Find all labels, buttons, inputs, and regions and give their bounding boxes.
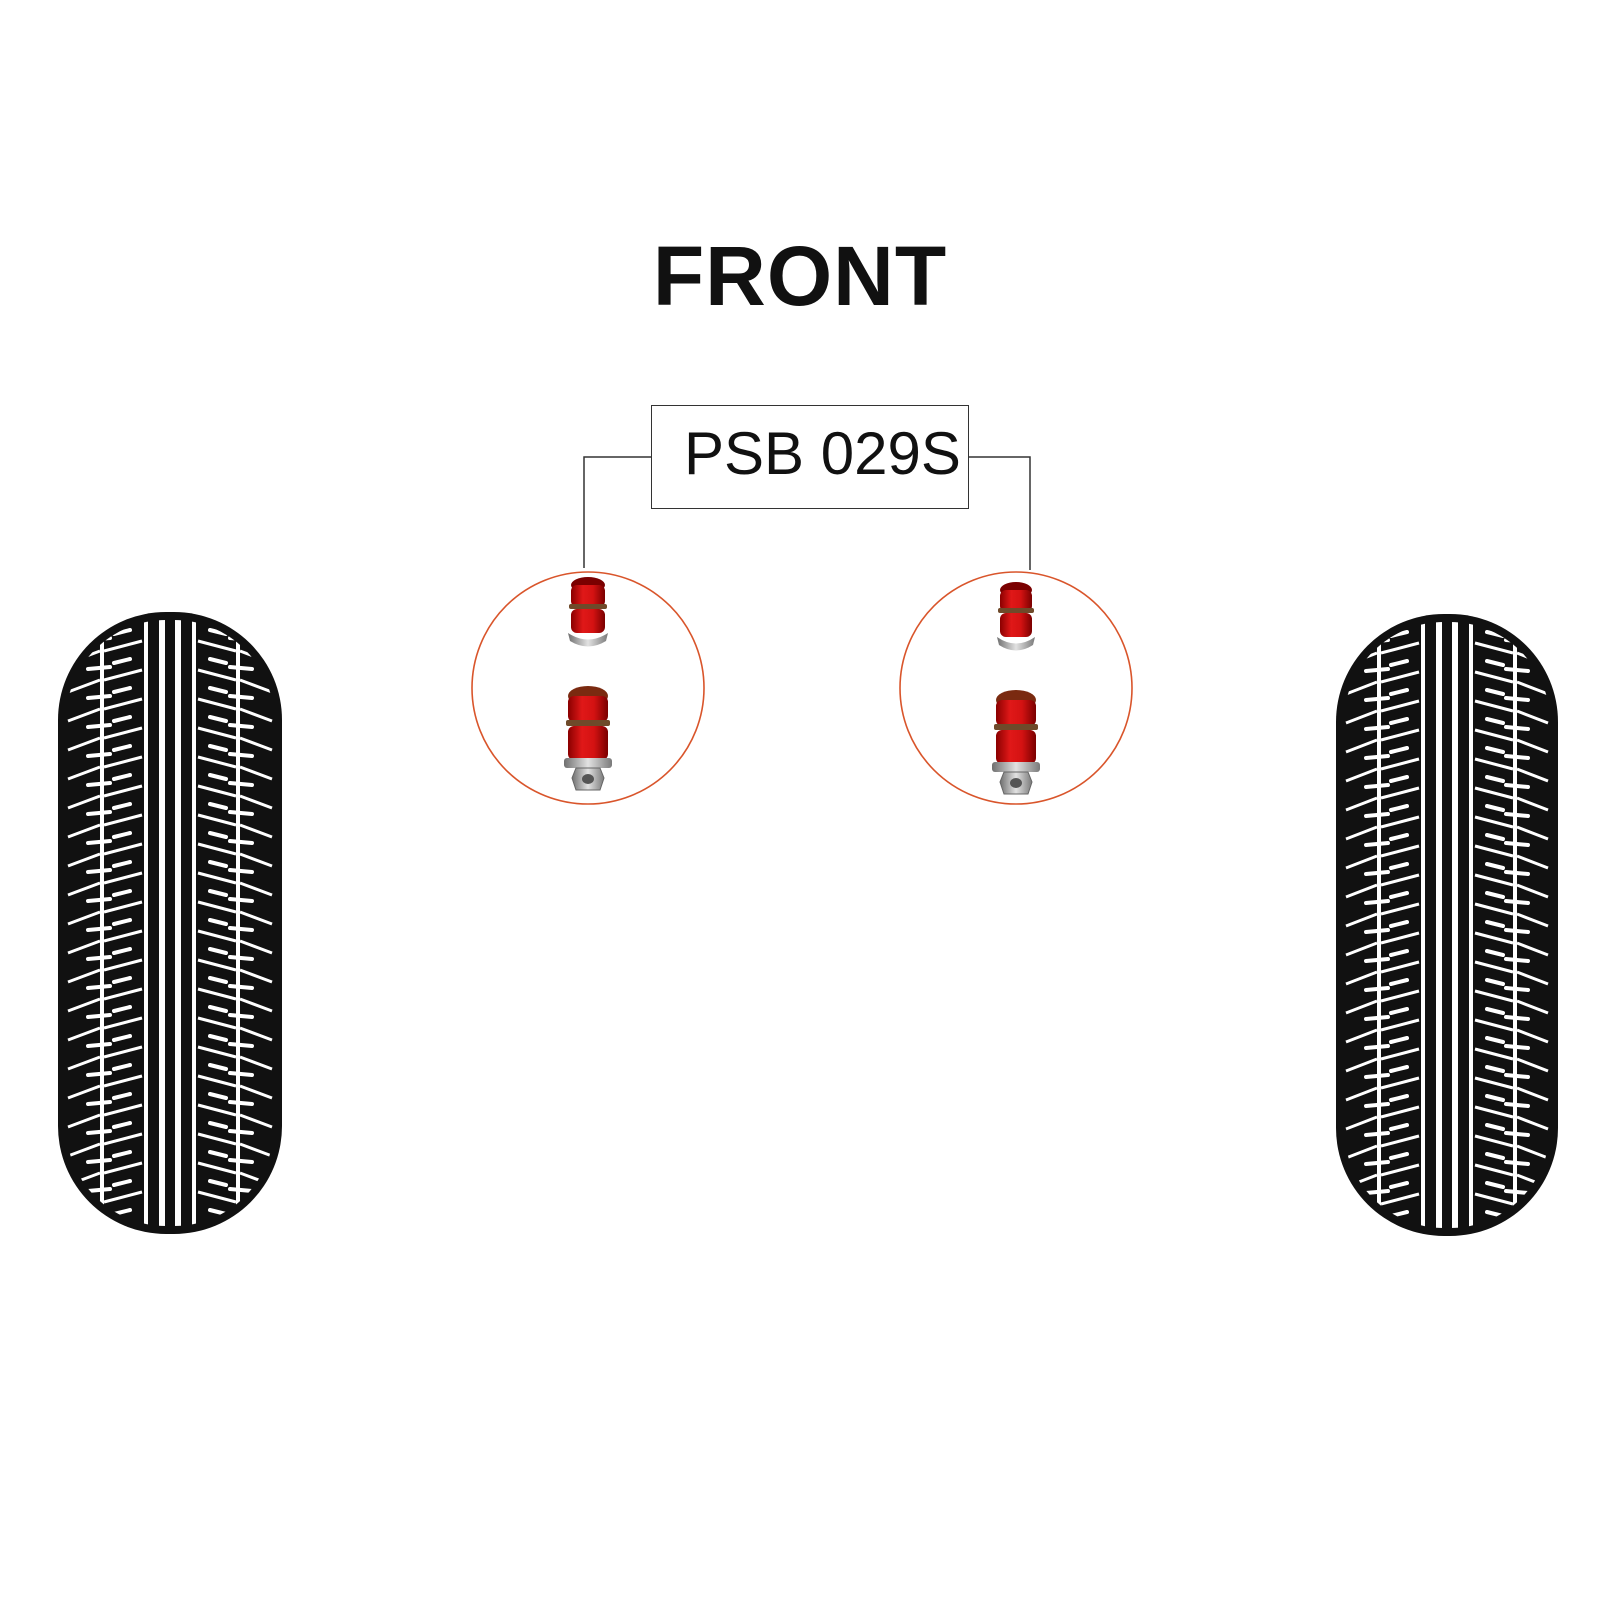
bush-kit-left-icon — [564, 577, 612, 791]
front-heading: FRONT — [652, 229, 948, 323]
callout-circle-left — [471, 571, 705, 805]
upper-bush — [568, 577, 608, 647]
tyre-right-icon — [1336, 614, 1558, 1236]
tread-pattern — [1345, 622, 1549, 1228]
callout-circle-right — [899, 571, 1133, 805]
leader-lines — [583, 456, 1031, 570]
lower-bush — [992, 690, 1040, 795]
bush-kit-right-icon — [992, 582, 1040, 795]
tyre-left-icon — [58, 612, 282, 1234]
part-number-box — [651, 405, 969, 509]
lower-bush — [564, 686, 612, 791]
upper-bush — [997, 582, 1035, 651]
part-number-label: PSB 029S — [684, 420, 961, 487]
